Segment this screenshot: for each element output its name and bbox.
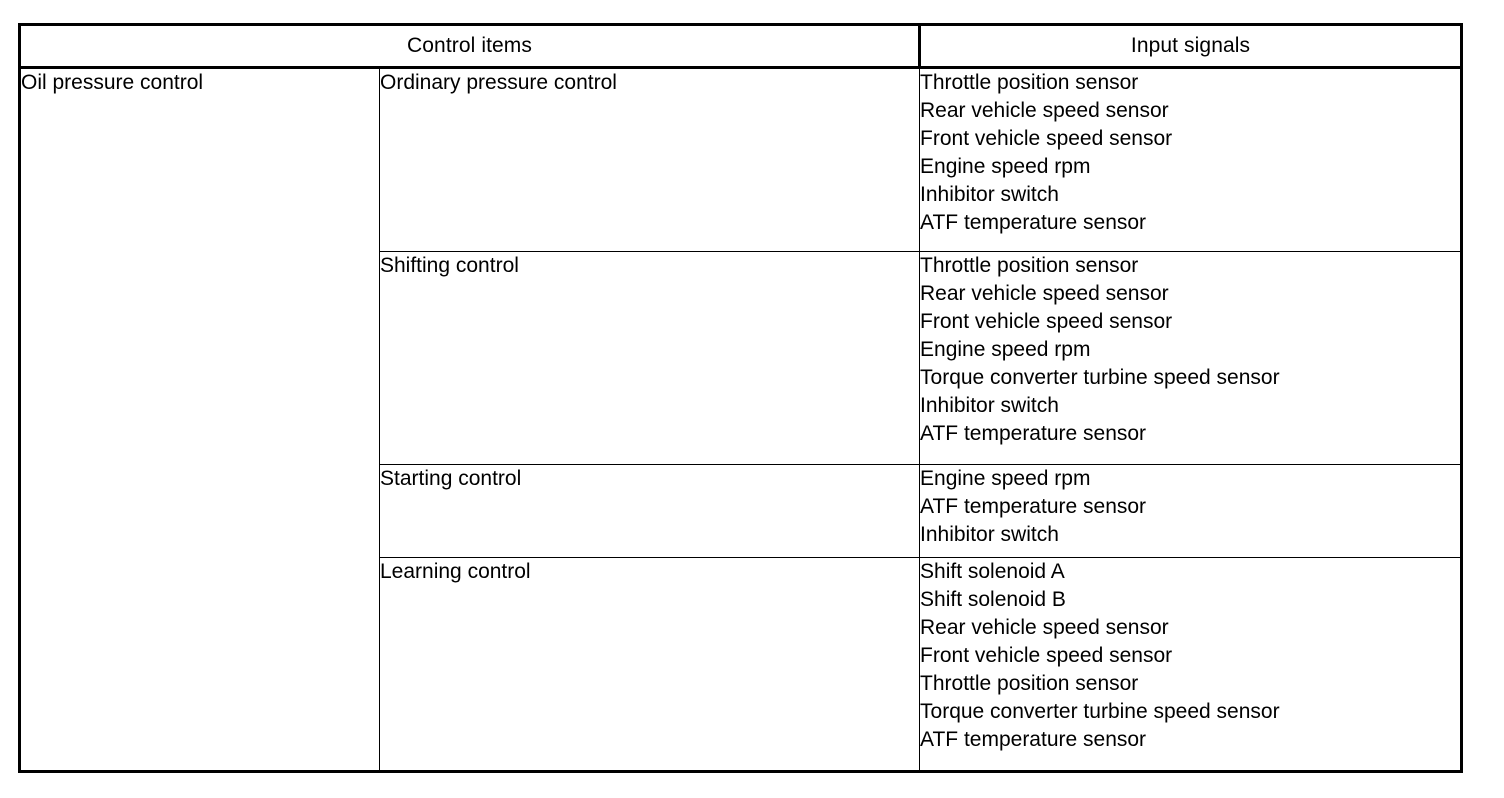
signal-item: Throttle position sensor [920, 254, 1139, 278]
table-header-row: Control items Input signals [18, 24, 1463, 69]
signal-item: Torque converter turbine speed sensor [920, 699, 1280, 723]
control-item-label: Shifting control [380, 254, 519, 278]
signal-item: Engine speed rpm [920, 467, 1091, 491]
control-item-cell: Ordinary pressure control [378, 66, 921, 253]
signal-item: Torque converter turbine speed sensor [920, 366, 1280, 390]
signal-item: Throttle position sensor [920, 71, 1139, 94]
input-signals-cell: Shift solenoid A Shift solenoid B Rear v… [919, 556, 1463, 772]
control-item-label: Learning control [380, 559, 531, 583]
control-items-table-container: Control items Input signals Oil pressure… [18, 23, 1464, 773]
signal-item: Rear vehicle speed sensor [920, 282, 1169, 306]
signal-item: Front vehicle speed sensor [920, 310, 1173, 334]
signal-item: ATF temperature sensor [920, 422, 1147, 446]
signal-item: Rear vehicle speed sensor [920, 615, 1169, 639]
signal-item: Inhibitor switch [920, 183, 1059, 206]
input-signals-cell: Throttle position sensor Rear vehicle sp… [919, 66, 1463, 253]
table-row: Learning control Shift solenoid A Shift … [20, 556, 1463, 772]
group-label: Oil pressure control [21, 71, 204, 94]
table-row: Starting control Engine speed rpm ATF te… [20, 464, 1463, 558]
table-row: Oil pressure control Ordinary pressure c… [19, 66, 1463, 772]
signal-item: Inhibitor switch [920, 523, 1059, 547]
group-cell-oil-pressure-control: Oil pressure control [19, 67, 380, 772]
signal-item: Inhibitor switch [920, 394, 1059, 418]
signal-item: ATF temperature sensor [920, 211, 1147, 234]
signal-item: Shift solenoid B [920, 587, 1066, 611]
table-header: Control items Input signals [18, 24, 1463, 69]
control-items-table: Control items Input signals Oil pressure… [18, 23, 1464, 773]
signal-item: ATF temperature sensor [920, 727, 1147, 751]
signal-item: Engine speed rpm [920, 155, 1091, 178]
control-item-cell: Shifting control [378, 251, 921, 466]
signal-item: Front vehicle speed sensor [920, 643, 1173, 667]
control-item-cell: Starting control [378, 464, 921, 558]
signal-item: Front vehicle speed sensor [920, 127, 1173, 150]
signal-item: Shift solenoid A [920, 559, 1065, 583]
signal-item: Throttle position sensor [920, 671, 1139, 695]
control-item-label: Ordinary pressure control [380, 71, 617, 94]
control-item-cell: Learning control [378, 556, 921, 772]
table-body: Oil pressure control Ordinary pressure c… [19, 66, 1463, 772]
signal-item: Rear vehicle speed sensor [920, 99, 1169, 122]
column-header-input-signals: Input signals [919, 24, 1463, 69]
control-item-label: Starting control [380, 467, 522, 491]
signal-item: ATF temperature sensor [920, 495, 1147, 519]
table-row: Shifting control Throttle position senso… [20, 251, 1463, 466]
input-signals-cell: Engine speed rpm ATF temperature sensor … [919, 464, 1463, 558]
signal-item: Engine speed rpm [920, 338, 1091, 362]
column-header-control-items: Control items [18, 24, 922, 69]
input-signals-cell: Throttle position sensor Rear vehicle sp… [919, 251, 1463, 466]
